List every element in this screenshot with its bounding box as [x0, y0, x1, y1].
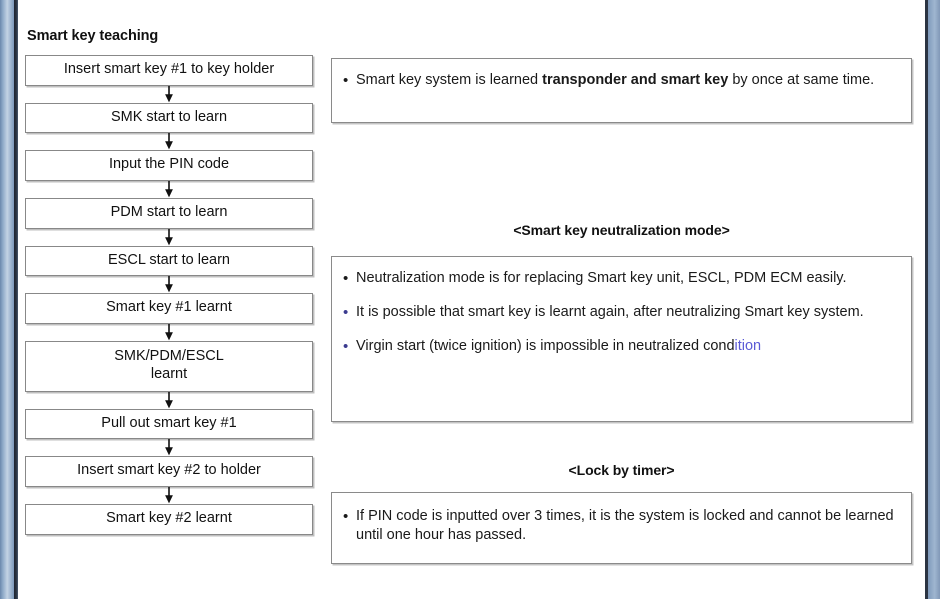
bullet-icon: •	[343, 270, 349, 287]
note-item: • Neutralization mode is for replacing S…	[342, 269, 897, 288]
flow-step-label: SMK start to learn	[110, 108, 228, 125]
note-item: • If PIN code is inputted over 3 times, …	[342, 507, 897, 545]
flow-step-label: PDM start to learn	[110, 204, 228, 221]
flow-step-4[interactable]: PDM start to learn	[25, 198, 313, 229]
flow-step-label: Pull out smart key #1	[101, 414, 237, 431]
flow-step-9[interactable]: Insert smart key #2 to holder	[25, 456, 313, 487]
note-text-bold: transponder and smart key	[542, 72, 729, 88]
flow-step-label: ESCL start to learn	[108, 251, 230, 268]
note-text-highlight: ition	[734, 338, 762, 355]
left-accent-rule	[14, 0, 18, 599]
note-text: Virgin start (twice ignition) is impossi…	[356, 338, 762, 355]
note-text: Neutralization mode is for replacing Sma…	[356, 270, 847, 286]
bullet-icon: •	[343, 72, 349, 89]
flow-step-5[interactable]: ESCL start to learn	[25, 245, 313, 277]
learning-note-list: • Smart key system is learned transponde…	[342, 71, 897, 90]
flow-step-1[interactable]: Insert smart key #1 to key holder	[25, 55, 313, 86]
flow-step-label-line1: SMK/PDM/ESCL	[114, 348, 224, 365]
flow-step-3[interactable]: Input the PIN code	[25, 150, 313, 182]
page-title: Smart key teaching	[27, 28, 159, 44]
neutralization-note-list: • Neutralization mode is for replacing S…	[342, 269, 897, 356]
flow-step-label: Input the PIN code	[108, 156, 230, 173]
flow-step-label: Insert smart key #1 to key holder	[63, 61, 275, 77]
note-text: Smart key system is learned transponder …	[356, 72, 875, 88]
neutralization-heading: <Smart key neutralization mode>	[513, 222, 730, 238]
arrow-down-icon	[25, 276, 313, 293]
flow-step-label-line2: learnt	[150, 365, 188, 382]
arrow-down-icon	[25, 486, 313, 504]
flow-step-2[interactable]: SMK start to learn	[25, 102, 313, 134]
note-item: • Smart key system is learned transponde…	[342, 71, 897, 90]
smart-key-teaching-flow: Insert smart key #1 to key holder SMK st…	[25, 55, 313, 535]
flow-step-label: Smart key #2 learnt	[106, 509, 232, 526]
bullet-icon: •	[343, 304, 349, 322]
flow-step-6[interactable]: Smart key #1 learnt	[25, 293, 313, 325]
note-text: It is possible that smart key is learnt …	[356, 304, 864, 321]
flow-step-label: Insert smart key #2 to holder	[77, 462, 261, 479]
right-accent-bar	[928, 0, 940, 599]
bullet-icon: •	[343, 508, 349, 525]
lock-by-timer-note-list: • If PIN code is inputted over 3 times, …	[342, 507, 897, 545]
lock-by-timer-heading: <Lock by timer>	[568, 462, 675, 478]
arrow-down-icon	[25, 439, 313, 456]
flow-step-10[interactable]: Smart key #2 learnt	[25, 503, 313, 535]
flow-step-8[interactable]: Pull out smart key #1	[25, 408, 313, 440]
flow-step-label: Smart key #1 learnt	[106, 299, 232, 316]
flow-step-7[interactable]: SMK/PDM/ESCL learnt	[25, 341, 313, 392]
arrow-down-icon	[25, 324, 313, 341]
arrow-down-icon	[25, 181, 313, 198]
bullet-icon: •	[343, 338, 349, 356]
left-accent-bar	[0, 0, 14, 599]
arrow-down-icon	[25, 391, 313, 409]
arrow-down-icon	[25, 133, 313, 150]
neutralization-note-box: • Neutralization mode is for replacing S…	[331, 256, 912, 422]
lock-by-timer-note-box: • If PIN code is inputted over 3 times, …	[331, 492, 912, 564]
arrow-down-icon	[25, 85, 313, 103]
note-item: • Virgin start (twice ignition) is impos…	[342, 337, 897, 356]
learning-note-box: • Smart key system is learned transponde…	[331, 58, 912, 123]
note-text: If PIN code is inputted over 3 times, it…	[356, 508, 894, 543]
arrow-down-icon	[25, 228, 313, 246]
note-item: • It is possible that smart key is learn…	[342, 303, 897, 322]
right-accent-rule	[925, 0, 928, 599]
